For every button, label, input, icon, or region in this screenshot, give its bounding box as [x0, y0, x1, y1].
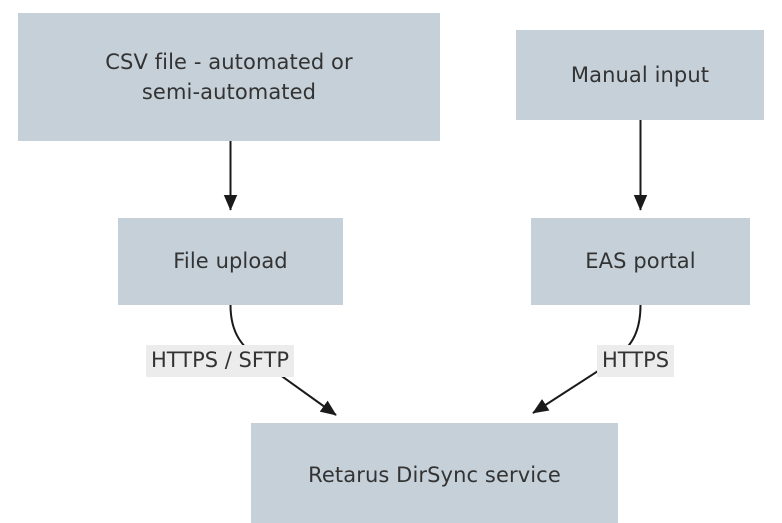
- edge-label-https: HTTPS: [597, 345, 675, 378]
- node-manual-input[interactable]: Manual input: [516, 30, 764, 120]
- node-manual-input-label: Manual input: [570, 62, 710, 87]
- edge-label-https-sftp: HTTPS / SFTP: [146, 345, 295, 378]
- node-file-upload-label: File upload: [173, 249, 288, 274]
- node-csv-file-label: CSV file - automated or semi-automated: [105, 49, 353, 104]
- node-dirsync-service-label: Retarus DirSync service: [308, 462, 561, 487]
- node-csv-file[interactable]: CSV file - automated or semi-automated: [18, 13, 440, 141]
- node-eas-portal-label: EAS portal: [585, 249, 696, 274]
- node-file-upload[interactable]: File upload: [118, 218, 343, 305]
- node-eas-portal[interactable]: EAS portal: [531, 218, 750, 305]
- node-dirsync-service[interactable]: Retarus DirSync service: [251, 423, 618, 523]
